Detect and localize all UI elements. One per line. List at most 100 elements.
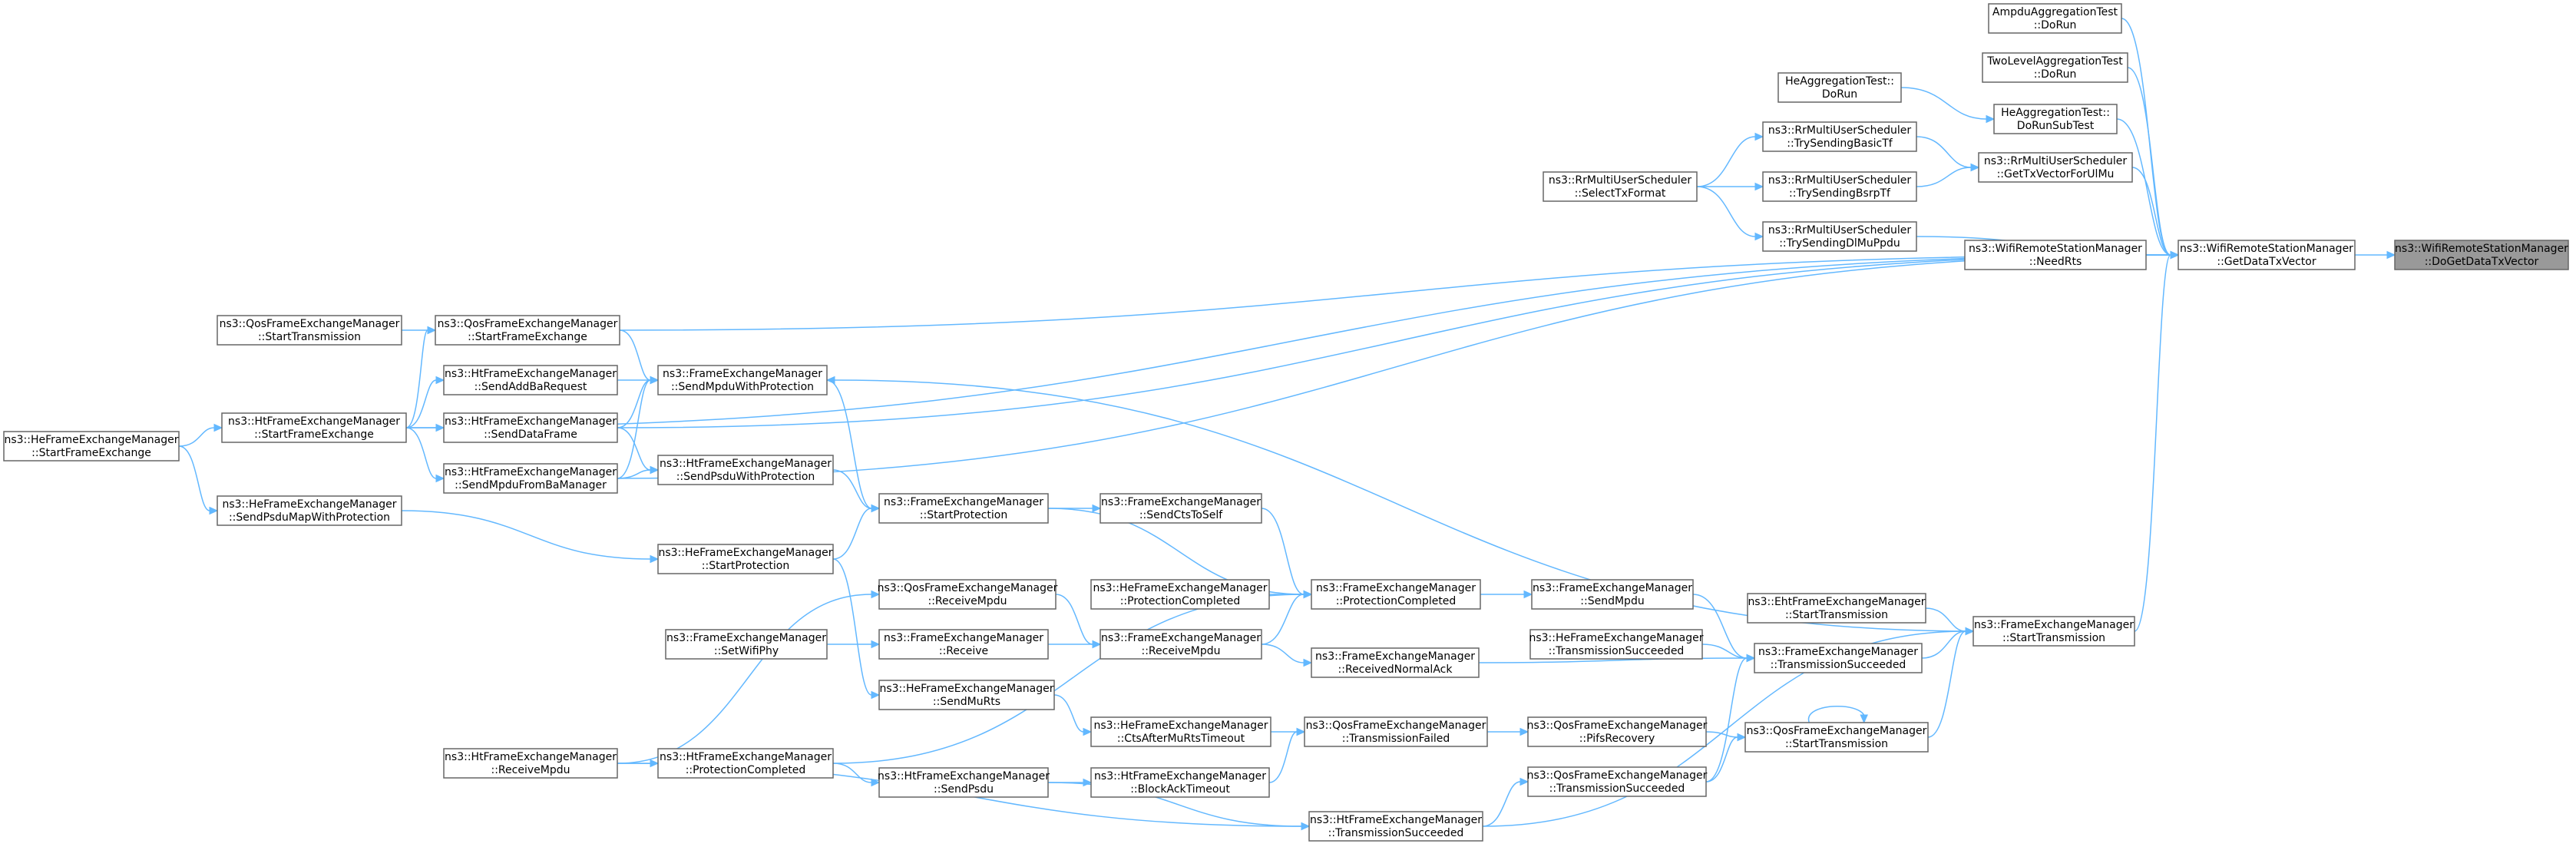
graph-node-heagg-subtest[interactable]: HeAggregationTest::DoRunSubTest (1993, 104, 2118, 134)
graph-node-getdatatx[interactable]: ns3::WifiRemoteStationManager::GetDataTx… (2178, 240, 2356, 270)
graph-node-rr-bsrptf[interactable]: ns3::RrMultiUserScheduler::TrySendingBsr… (1762, 171, 1917, 202)
graph-node-ht-psduprot[interactable]: ns3::HtFrameExchangeManager::SendPsduWit… (657, 455, 834, 485)
node-label-line1: ns3::RrMultiUserScheduler (1768, 124, 1911, 137)
graph-node-fe-mpduprot[interactable]: ns3::FrameExchangeManager::SendMpduWithP… (657, 365, 828, 395)
graph-node-he-protcomp[interactable]: ns3::HeFrameExchangeManager::ProtectionC… (1090, 579, 1270, 610)
graph-node-qos-starttx[interactable]: ns3::QosFrameExchangeManager::StartTrans… (1744, 722, 1929, 753)
call-edge (1055, 594, 1093, 645)
node-box (1311, 647, 1480, 678)
node-box (2178, 240, 2356, 270)
graph-node-ht-startfe[interactable]: ns3::HtFrameExchangeManager::StartFrameE… (221, 412, 407, 443)
node-label-line2: ::DoRun (2034, 19, 2077, 31)
graph-node-fe-protcomp[interactable]: ns3::FrameExchangeManager::ProtectionCom… (1311, 579, 1481, 610)
node-label-line1: HeAggregationTest:: (1785, 75, 1894, 88)
graph-node-ht-blockack[interactable]: ns3::HtFrameExchangeManager::BlockAckTim… (1090, 767, 1270, 798)
graph-node-fe-sendmpdu[interactable]: ns3::FrameExchangeManager::SendMpdu (1531, 579, 1694, 610)
graph-node-heagg-dorun[interactable]: HeAggregationTest::DoRun (1777, 72, 1902, 103)
graph-node-fe-recvnormalack[interactable]: ns3::FrameExchangeManager::ReceivedNorma… (1311, 647, 1480, 678)
graph-node-eht-starttx[interactable]: ns3::EhtFrameExchangeManager::StartTrans… (1747, 593, 1926, 624)
node-label-line2: ::DoGetDataTxVector (2425, 256, 2539, 268)
call-edge (1701, 644, 1748, 659)
graph-node-ampdu[interactable]: AmpduAggregationTest::DoRun (1988, 3, 2122, 34)
arrow-head-icon (435, 376, 445, 385)
node-label-line1: ns3::FrameExchangeManager (1533, 582, 1692, 594)
graph-node-qos-startfe[interactable]: ns3::QosFrameExchangeManager::StartFrame… (435, 315, 620, 346)
graph-node-ht-txsucc[interactable]: ns3::HtFrameExchangeManager::Transmissio… (1308, 811, 1483, 842)
graph-node-he-txsucc[interactable]: ns3::HeFrameExchangeManager::Transmissio… (1529, 629, 1704, 660)
graph-node-rr-basictf[interactable]: ns3::RrMultiUserScheduler::TrySendingBas… (1762, 121, 1917, 152)
call-edge (617, 254, 2171, 479)
call-edge (178, 445, 210, 511)
graph-node-rr-getul[interactable]: ns3::RrMultiUserScheduler::GetTxVectorFo… (1978, 152, 2133, 183)
call-edge (1261, 644, 1305, 663)
graph-node-fe-receive[interactable]: ns3::FrameExchangeManager::Receive (878, 629, 1049, 660)
call-edge (1916, 167, 1972, 187)
node-box (3, 431, 180, 462)
arrow-head-icon (1754, 232, 1764, 241)
node-label-line2: ::TransmissionSucceeded (1549, 645, 1685, 657)
graph-node-qos-txfailed[interactable]: ns3::QosFrameExchangeManager::Transmissi… (1304, 716, 1488, 747)
graph-node-qos-recvmpdu[interactable]: ns3::QosFrameExchangeManager::ReceiveMpd… (878, 579, 1058, 610)
arrow-head-icon (650, 554, 660, 564)
node-box (1754, 643, 1923, 673)
graph-node-qos-pifs[interactable]: ns3::QosFrameExchangeManager::PifsRecove… (1527, 716, 1708, 747)
arrow-head-icon (871, 504, 881, 513)
call-edge (1261, 508, 1305, 595)
graph-node-fe-ctstoself[interactable]: ns3::FrameExchangeManager::SendCtsToSelf (1100, 493, 1262, 524)
graph-node-he-startfe[interactable]: ns3::HeFrameExchangeManager::StartFrameE… (3, 431, 180, 462)
call-edge (2131, 167, 2171, 256)
call-edge (617, 379, 651, 428)
graph-node-fe-startprot[interactable]: ns3::FrameExchangeManager::StartProtecti… (878, 493, 1049, 524)
node-box (221, 412, 407, 443)
graph-node-fe-txsucc[interactable]: ns3::FrameExchangeManager::TransmissionS… (1754, 643, 1923, 673)
call-edge (1927, 630, 1966, 738)
call-edge (619, 329, 651, 381)
node-label-line2: ::StartProtection (702, 560, 789, 572)
node-box (2394, 240, 2569, 270)
node-box (878, 767, 1049, 798)
graph-node-rr-select[interactable]: ns3::RrMultiUserScheduler::SelectTxForma… (1543, 171, 1698, 202)
arrow-head-icon (2386, 250, 2396, 260)
arrow-head-icon (1083, 778, 1093, 787)
node-box (657, 455, 834, 485)
node-box (1090, 767, 1270, 798)
call-edge (1705, 736, 1738, 782)
graph-node-fe-setwifiphy[interactable]: ns3::FrameExchangeManager::SetWifiPhy (665, 629, 828, 660)
graph-node-ht-protcomp[interactable]: ns3::HtFrameExchangeManager::ProtectionC… (657, 748, 834, 779)
graph-node-fe-recvmpdu[interactable]: ns3::FrameExchangeManager::ReceiveMpdu (1100, 629, 1262, 660)
graph-node-ht-sendpsdu[interactable]: ns3::HtFrameExchangeManager::SendPsdu (878, 767, 1050, 798)
call-edge (2121, 18, 2171, 256)
node-box (1973, 616, 2135, 647)
arrow-head-icon (1083, 727, 1093, 736)
graph-node-rr-dlmu[interactable]: ns3::RrMultiUserScheduler::TrySendingDlM… (1762, 221, 1917, 252)
node-label-line2: ::TrySendingBsrpTf (1789, 187, 1891, 200)
call-edge (832, 508, 872, 560)
graph-node-he-ctsafter[interactable]: ns3::HeFrameExchangeManager::CtsAfterMuR… (1090, 716, 1271, 747)
node-label-line1: ns3::RrMultiUserScheduler (1549, 174, 1691, 187)
node-label-line2: DoRunSubTest (2017, 120, 2095, 132)
node-label-line2: ::NeedRts (2029, 256, 2082, 268)
node-label-line2: ::ProtectionCompleted (1336, 595, 1457, 607)
node-label-line2: ::Receive (939, 645, 988, 657)
graph-node-needrts[interactable]: ns3::WifiRemoteStationManager::NeedRts (1964, 240, 2147, 270)
node-label-line2: ::ReceiveMpdu (1142, 645, 1221, 657)
graph-node-he-startprot[interactable]: ns3::HeFrameExchangeManager::StartProtec… (657, 544, 834, 574)
graph-node-ht-recvmpdu[interactable]: ns3::HtFrameExchangeManager::ReceiveMpdu (443, 748, 618, 779)
node-box (1090, 716, 1271, 747)
graph-node-twolevel[interactable]: TwoLevelAggregationTest::DoRun (1982, 52, 2128, 83)
graph-node-qos-starttx-left[interactable]: ns3::QosFrameExchangeManager::StartTrans… (217, 315, 402, 346)
graph-node-he-sendmurts[interactable]: ns3::HeFrameExchangeManager::SendMuRts (878, 680, 1055, 710)
node-label-line1: ns3::QosFrameExchangeManager (878, 582, 1058, 594)
graph-node-ht-addba[interactable]: ns3::HtFrameExchangeManager::SendAddBaRe… (443, 365, 618, 395)
graph-node-dogetdatatx[interactable]: ns3::WifiRemoteStationManager::DoGetData… (2394, 240, 2569, 270)
node-box (665, 629, 828, 660)
arrow-head-icon (1519, 727, 1529, 736)
graph-node-ht-senddata[interactable]: ns3::HtFrameExchangeManager::SendDataFra… (443, 412, 618, 443)
node-label-line1: ns3::HeFrameExchangeManager (1093, 720, 1268, 732)
graph-node-he-psdumap[interactable]: ns3::HeFrameExchangeManager::SendPsduMap… (217, 495, 402, 526)
graph-node-fe-starttx[interactable]: ns3::FrameExchangeManager::StartTransmis… (1973, 616, 2135, 647)
node-label-line1: ns3::HtFrameExchangeManager (1310, 814, 1482, 826)
graph-node-qos-txsucc[interactable]: ns3::QosFrameExchangeManager::Transmissi… (1527, 766, 1708, 797)
graph-node-ht-mpdufromba[interactable]: ns3::HtFrameExchangeManager::SendMpduFro… (443, 463, 618, 494)
